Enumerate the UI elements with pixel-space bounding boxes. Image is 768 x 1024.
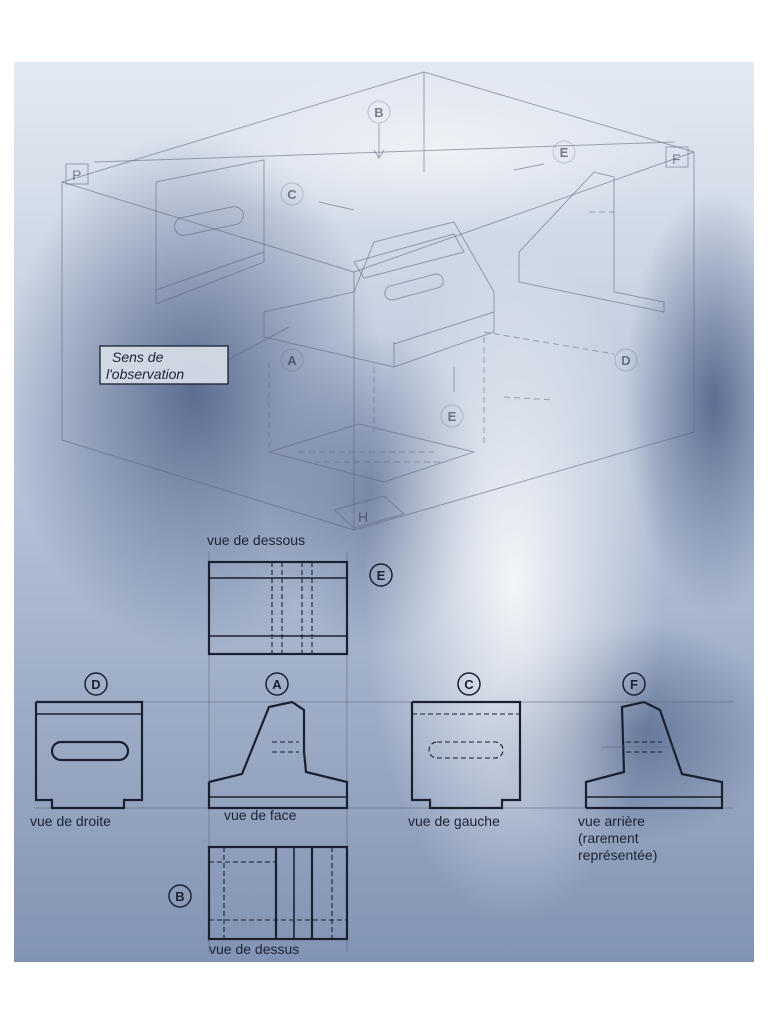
observation-label-line1: Sens de — [112, 349, 164, 365]
rear-view-label-line1: vue arrière — [578, 813, 645, 829]
light-glare — [364, 242, 664, 922]
marker-E-view: E — [377, 568, 386, 583]
marker-A-circle — [265, 672, 289, 696]
left-view — [410, 700, 522, 810]
iso-marker-E: E — [448, 409, 457, 424]
isometric-projection-box — [61, 71, 695, 531]
light-glare-top — [174, 72, 694, 232]
iso-left-view-projection — [155, 159, 265, 305]
marker-C-circle — [457, 672, 481, 696]
bottom-view-label: vue de dessous — [207, 532, 305, 548]
iso-marker-A: A — [287, 353, 297, 368]
iso-rear-view-projection — [518, 171, 665, 313]
marker-E-circle — [369, 563, 393, 587]
right-view — [34, 700, 144, 810]
iso-marker-E-top: E — [560, 145, 569, 160]
marker-D-view: D — [91, 677, 100, 692]
marker-C-view: C — [464, 677, 474, 692]
projection-arrows — [223, 124, 615, 401]
top-view-label: vue de dessus — [209, 941, 299, 957]
iso-markers: B E C A D E — [280, 100, 638, 428]
front-view-label: vue de face — [224, 807, 297, 823]
top-view — [207, 845, 349, 941]
right-view-label: vue de droite — [30, 813, 111, 829]
observation-label: Sens de l'observation — [99, 345, 229, 385]
rear-view-label-line3: représentée) — [578, 847, 657, 863]
iso-marker-D: D — [621, 353, 630, 368]
iso-bottom-projection — [268, 337, 485, 483]
rear-view — [584, 700, 724, 810]
marker-F-plane: F — [672, 151, 681, 167]
marker-H: H — [358, 509, 368, 525]
left-view-label: vue de gauche — [408, 813, 500, 829]
marker-B-view: B — [175, 889, 184, 904]
marker-D-circle — [84, 672, 108, 696]
iso-marker-C: C — [287, 187, 297, 202]
front-view — [207, 700, 349, 810]
marker-F-circle — [622, 672, 646, 696]
marker-B-circle — [168, 884, 192, 908]
bottom-view — [207, 560, 349, 656]
iso-central-part — [263, 221, 495, 368]
iso-marker-B: B — [374, 105, 383, 120]
marker-A-view: A — [272, 677, 282, 692]
marker-P: P — [72, 167, 81, 183]
marker-F-view: F — [630, 677, 638, 692]
observation-label-line2: l'observation — [106, 366, 184, 382]
projection-diagram-photo: P F H B — [14, 62, 754, 962]
rear-view-label-line2: (rarement — [578, 830, 639, 846]
